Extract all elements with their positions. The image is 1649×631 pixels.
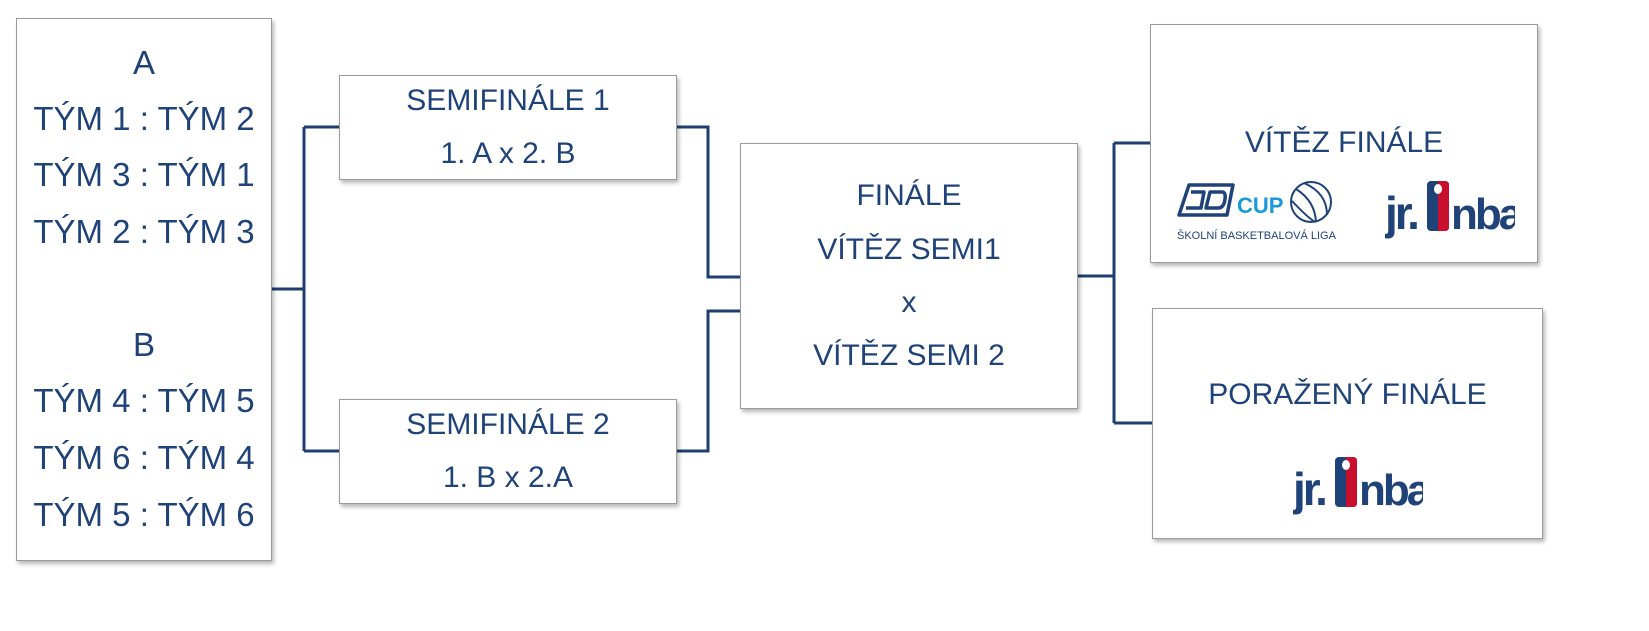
nba-emblem-figure [1434, 184, 1442, 194]
cd-cup-logo: CUP ŠKOLNÍ BASKETBALOVÁ LIGA [1177, 181, 1337, 242]
jr-nba-word: nba [1451, 190, 1515, 239]
final-line-2: VÍTĚZ SEMI 2 [813, 339, 1005, 372]
final-loser-title: PORAŽENÝ FINÁLE [1208, 378, 1487, 411]
group-a-match-1: TÝM 1 : TÝM 2 [33, 100, 255, 137]
jr-nba-prefix: jr. [1385, 187, 1417, 239]
group-stage-box: A TÝM 1 : TÝM 2 TÝM 3 : TÝM 1 TÝM 2 : TÝ… [16, 18, 272, 561]
group-b-match-3: TÝM 5 : TÝM 6 [33, 496, 255, 533]
cd-cup-name: CUP [1237, 193, 1283, 218]
final-to-results-connector [1078, 141, 1152, 425]
final-loser-box: PORAŽENÝ FINÁLE jr. nba [1152, 308, 1543, 539]
semifinal-2-box: SEMIFINÁLE 2 1. B x 2.A [339, 399, 677, 504]
final-winner-box: VÍTĚZ FINÁLE CUP ŠKOLNÍ BASKETBALOVÁ LIG… [1150, 24, 1538, 263]
jr-nba-logo: jr. nba [1293, 457, 1423, 515]
semifinal-2-pairing: 1. B x 2.A [442, 461, 574, 494]
semifinal-2-title: SEMIFINÁLE 2 [406, 408, 610, 441]
final-box: FINÁLE VÍTĚZ SEMI1 x VÍTĚZ SEMI 2 [740, 143, 1078, 409]
nba-emblem-figure [1342, 460, 1350, 470]
semi1-to-final-connector [677, 125, 740, 279]
group-b-match-1: TÝM 4 : TÝM 5 [33, 382, 255, 419]
nba-emblem-right [1438, 181, 1449, 231]
jr-nba-logo: jr. nba [1385, 181, 1515, 239]
semifinal-1-box: SEMIFINÁLE 1 1. A x 2. B [339, 75, 677, 180]
semifinal-1-pairing: 1. A x 2. B [440, 137, 576, 170]
final-line-1: VÍTĚZ SEMI1 [817, 233, 1001, 266]
final-title: FINÁLE [856, 179, 962, 212]
group-a-title: A [132, 44, 155, 81]
jr-nba-prefix: jr. [1293, 463, 1325, 515]
nba-emblem-right [1346, 457, 1357, 507]
group-b-title: B [132, 326, 155, 363]
group-a-match-2: TÝM 3 : TÝM 1 [33, 156, 255, 193]
group-to-semis-connector [272, 125, 339, 453]
jr-nba-word: nba [1359, 466, 1423, 515]
group-a-match-3: TÝM 2 : TÝM 3 [33, 213, 255, 250]
cd-cup-tagline: ŠKOLNÍ BASKETBALOVÁ LIGA [1177, 229, 1337, 242]
final-versus: x [901, 286, 917, 319]
group-b-match-2: TÝM 6 : TÝM 4 [33, 439, 255, 476]
semi2-to-final-connector [677, 309, 740, 453]
semifinal-1-title: SEMIFINÁLE 1 [406, 84, 610, 117]
final-winner-title: VÍTĚZ FINÁLE [1244, 126, 1444, 159]
